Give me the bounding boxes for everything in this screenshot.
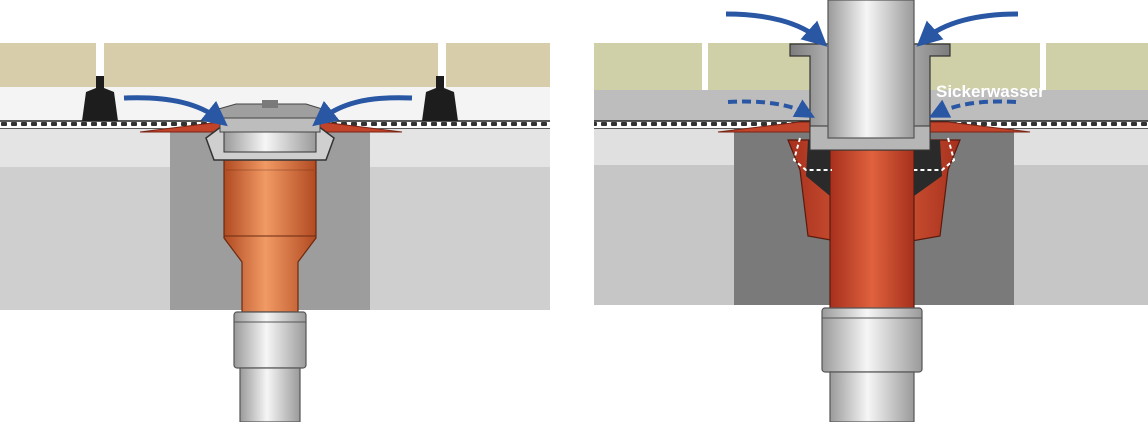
pedestal: [422, 76, 458, 121]
seal-outline: [914, 137, 956, 171]
paving-slab: [446, 43, 550, 87]
paving-slab: [1046, 43, 1148, 90]
paving-slab: [594, 43, 702, 90]
seepage-arrow-right: [928, 99, 1017, 118]
flow-arrow-right: [312, 95, 413, 127]
seal-outline: [792, 137, 832, 171]
riser-pipe: [827, 0, 915, 139]
outlet-socket: [233, 311, 307, 369]
outlet-pipe: [829, 371, 915, 422]
flow-arrow-left: [123, 95, 228, 127]
flow-arrow-left: [725, 11, 828, 47]
flow-arrow-right: [916, 11, 1019, 47]
right-panel: Sickerwasser: [594, 0, 1148, 422]
paving-slab: [104, 43, 438, 87]
pedestal: [82, 76, 118, 121]
paving-slab: [0, 43, 96, 87]
outlet-pipe: [239, 367, 301, 422]
left-panel: [0, 43, 550, 422]
seepage-label: Sickerwasser: [936, 82, 1045, 101]
drain-body-inner: [829, 139, 915, 313]
seepage-arrow-left: [727, 99, 815, 118]
clamp-ring-inner: [223, 131, 317, 153]
